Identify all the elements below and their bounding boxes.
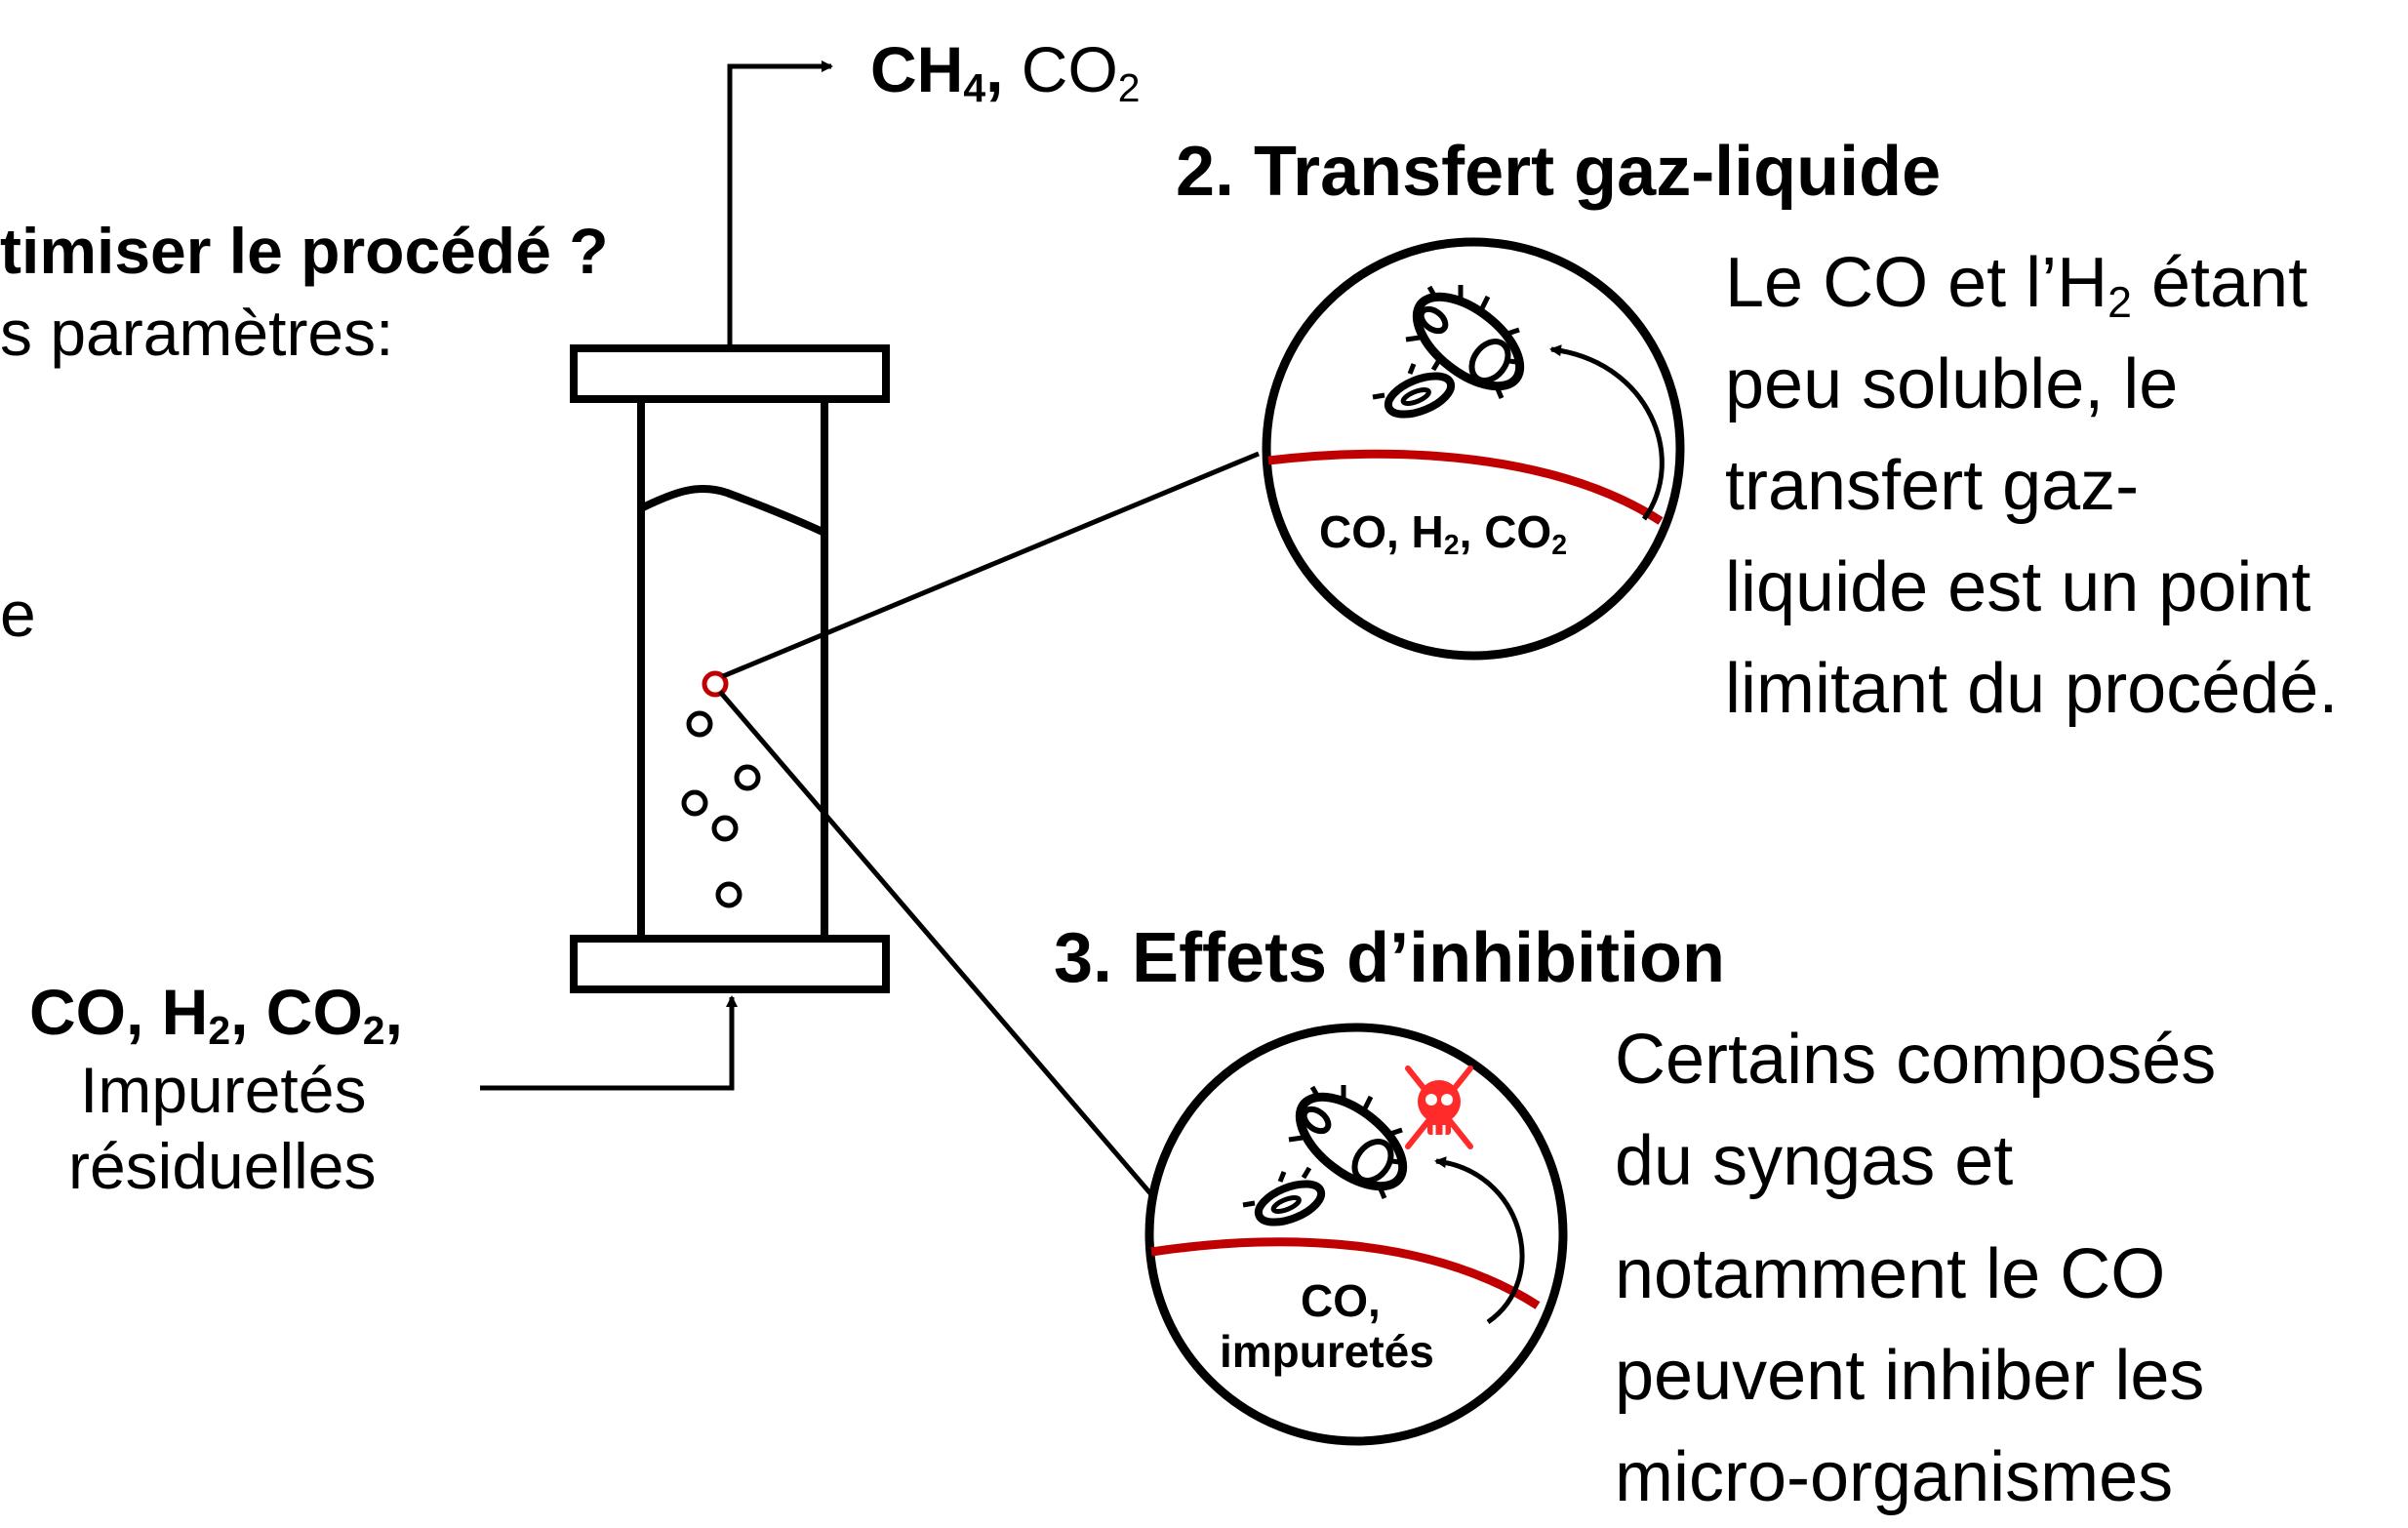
transfer-desc-line-4: liquide est un point xyxy=(1725,548,2311,626)
bubble xyxy=(734,764,761,791)
inlet-residual-label: résiduelles xyxy=(68,1130,377,1202)
zoom-line-to-inhibition xyxy=(718,690,1158,1202)
outlet-gas-label: CH4, CO2 xyxy=(870,33,1141,111)
transfer-arrow xyxy=(1549,344,1665,521)
inhibition-desc-line-4: peuvent inhiber les xyxy=(1615,1337,2205,1415)
bubble xyxy=(686,710,713,738)
section-title-inhibition: 3. Effets d’inhibition xyxy=(1054,919,1725,997)
reactor-bottom-cap xyxy=(570,935,890,993)
inhibition-circle-label-2: impuretés xyxy=(1220,1326,1434,1377)
bioreactor-column xyxy=(570,344,890,993)
inhibition-description: Certains composés du syngas et notamment… xyxy=(1615,1009,2216,1528)
inhibition-zoom-circle xyxy=(1144,1023,1568,1446)
transfer-description: Le CO et l’H2 étant peu soluble, le tran… xyxy=(1725,232,2338,740)
inlet-gas-label: CO, H2, CO2, xyxy=(29,976,403,1054)
section-title-transfer: 2. Transfert gaz-liquide xyxy=(1176,133,1942,211)
inhibition-desc-line-2: du syngas et xyxy=(1615,1122,2014,1200)
gas-liquid-interface xyxy=(1267,449,1664,525)
transfer-zoom-circle xyxy=(1262,237,1685,661)
transfer-desc-line-5: limitant du procédé. xyxy=(1725,650,2339,728)
liquid-surface xyxy=(641,484,824,536)
transfer-circle-label: CO, H2, CO2 xyxy=(1319,506,1568,562)
highlighted-bubble xyxy=(702,670,729,698)
transfer-desc-line-3: transfert gaz- xyxy=(1725,447,2140,525)
inlet-impurities-label: Impuretés xyxy=(80,1054,367,1126)
microorganism-icon xyxy=(1405,285,1525,399)
inhibition-circle-label-1: CO, xyxy=(1301,1275,1381,1326)
gas-liquid-interface xyxy=(1150,1237,1541,1309)
reactor-top-cap xyxy=(570,344,890,403)
toxic-skull-icon xyxy=(1405,1066,1473,1149)
zoom-line-to-transfer xyxy=(722,451,1260,679)
partial-text-fragment: e xyxy=(0,578,36,650)
bubble xyxy=(715,881,742,908)
outlet-arrow xyxy=(727,60,833,344)
bubble xyxy=(711,815,739,842)
microorganism-icon xyxy=(1288,1085,1408,1199)
microorganism-small-icon xyxy=(1372,358,1456,419)
parameters-line: s paramètres: xyxy=(0,297,394,369)
transfer-desc-line-2: peu soluble, le xyxy=(1725,345,2179,423)
microorganism-small-icon xyxy=(1242,1166,1326,1226)
inlet-arrow xyxy=(480,995,738,1091)
inhibition-arrow xyxy=(1434,1156,1525,1325)
transfer-desc-line-1: Le CO et l’H2 étant xyxy=(1725,244,2308,328)
inhibition-desc-line-3: notamment le CO xyxy=(1615,1235,2166,1313)
optimisation-question: timiser le procédé ? xyxy=(0,215,609,287)
bubble xyxy=(681,789,708,817)
inhibition-desc-line-5: micro-organismes xyxy=(1615,1438,2174,1516)
inhibition-desc-line-1: Certains composés xyxy=(1615,1021,2217,1099)
